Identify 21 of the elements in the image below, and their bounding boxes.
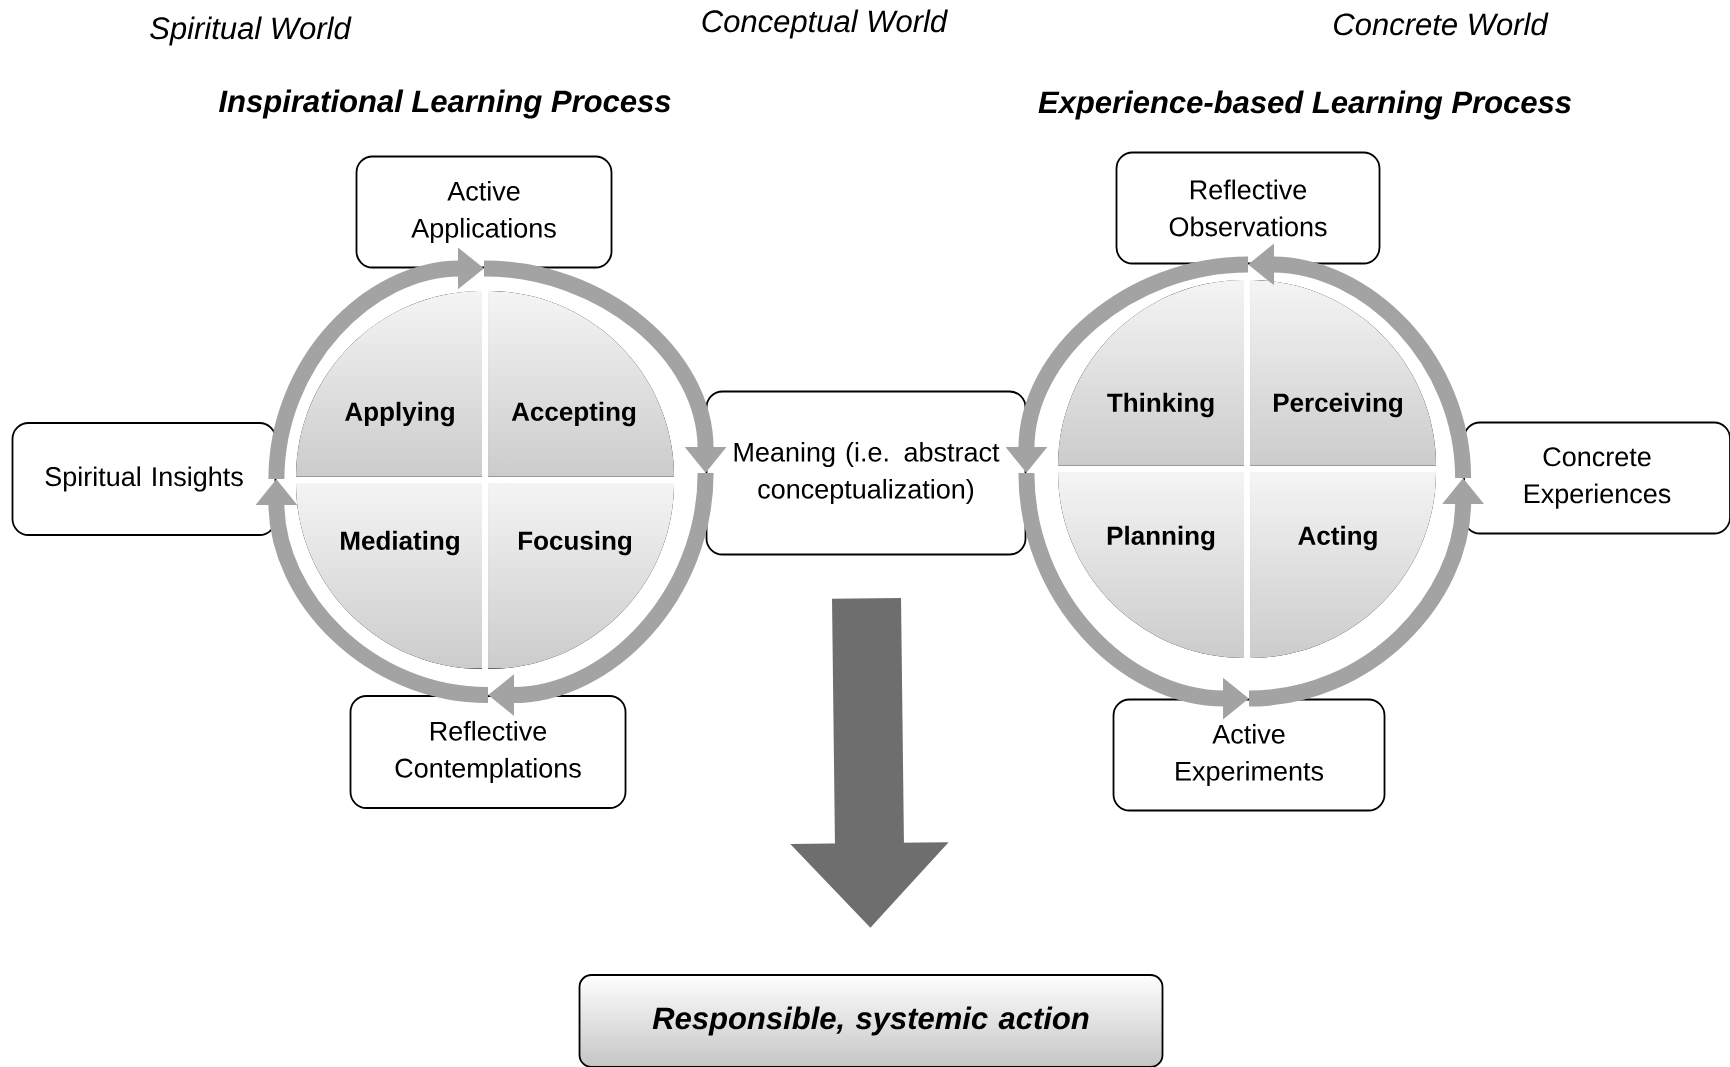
- quadrant-sector: Planning: [1058, 472, 1244, 658]
- world-label: Conceptual World: [702, 9, 948, 39]
- text-box: Spiritual Insights: [11, 422, 277, 536]
- quadrant-sector: Mediating: [296, 483, 482, 669]
- process-heading: Inspirational Learning Process: [219, 89, 671, 119]
- action-box: Responsible, systemic action: [578, 974, 1164, 1067]
- text-box: Active Applications: [355, 155, 613, 269]
- text-box: Concrete Experiences: [1463, 421, 1730, 535]
- quadrant-sector: Accepting: [488, 291, 674, 477]
- quadrant-sector: Thinking: [1058, 280, 1244, 466]
- process-heading: Experience-based Learning Process: [1038, 90, 1571, 120]
- quadrant-sector: Perceiving: [1250, 280, 1436, 466]
- text-box: Meaning (i.e. abstract conceptualization): [705, 390, 1027, 556]
- world-label: Spiritual World: [150, 16, 352, 46]
- text-box: Reflective Contemplations: [349, 695, 627, 809]
- text-box: Active Experiments: [1112, 698, 1386, 812]
- world-label: Concrete World: [1334, 12, 1549, 36]
- text-box: Reflective Observations: [1115, 151, 1381, 265]
- quadrant-sector: Focusing: [488, 483, 674, 669]
- quadrant-sector: Applying: [296, 291, 482, 477]
- quadrant-sector: Acting: [1250, 472, 1436, 658]
